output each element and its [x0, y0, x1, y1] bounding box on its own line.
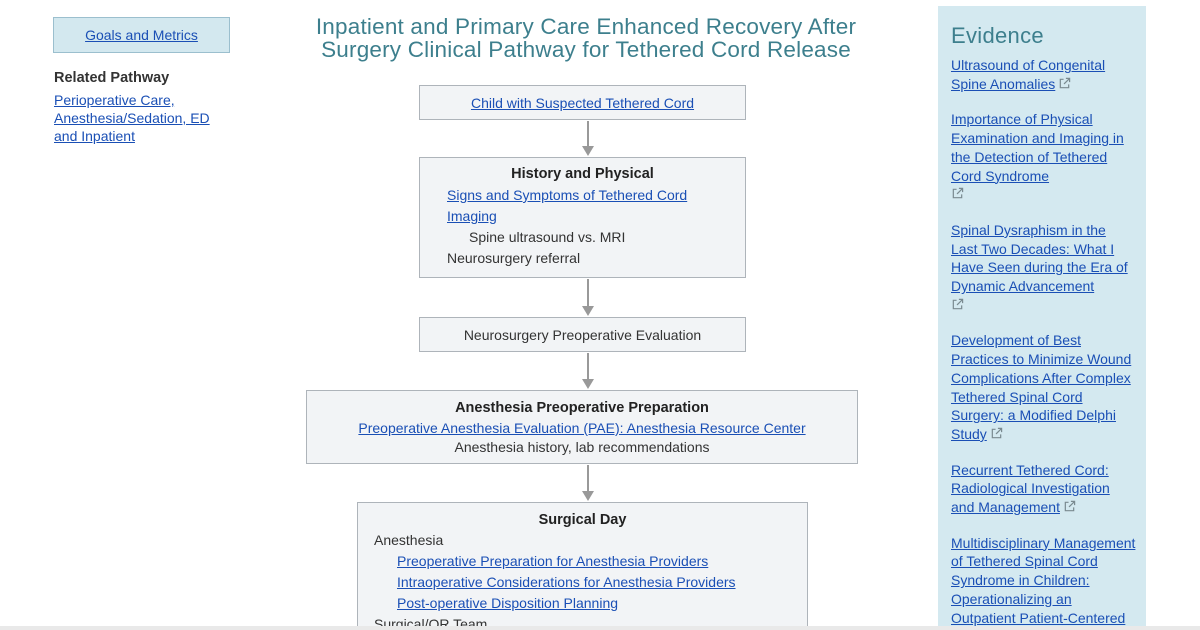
pae-anesthesia-resource-link[interactable]: Preoperative Anesthesia Evaluation (PAE)…	[358, 420, 806, 436]
anesthesia-label: Anesthesia	[374, 532, 444, 548]
bottom-scroll-edge	[0, 626, 1200, 630]
evidence-item: Multidisciplinary Management of Tethered…	[951, 534, 1136, 630]
flow-arrow	[582, 121, 594, 156]
neurosurgery-evaluation-text: Neurosurgery Preoperative Evaluation	[463, 326, 702, 343]
goals-and-metrics-link[interactable]: Goals and Metrics	[85, 27, 198, 43]
related-pathway-heading: Related Pathway	[54, 70, 170, 86]
anesthesia-history-text: Anesthesia history, lab recommendations	[454, 439, 710, 455]
flow-box-anesthesia-preparation: Anesthesia Preoperative Preparation Preo…	[306, 390, 858, 464]
intraoperative-considerations-link[interactable]: Intraoperative Considerations for Anesth…	[397, 574, 736, 590]
child-suspected-tethered-cord-link[interactable]: Child with Suspected Tethered Cord	[470, 94, 695, 111]
flow-box-history-physical: History and Physical Signs and Symptoms …	[419, 157, 746, 278]
evidence-heading: Evidence	[951, 23, 1044, 48]
evidence-item: Importance of Physical Examination and I…	[951, 110, 1136, 204]
evidence-link[interactable]: Recurrent Tethered Cord: Radiological In…	[951, 461, 1110, 516]
goals-and-metrics-button[interactable]: Goals and Metrics	[53, 17, 230, 53]
related-pathway-link[interactable]: Perioperative Care, Anesthesia/Sedation,…	[54, 92, 210, 144]
history-physical-heading: History and Physical	[511, 166, 654, 182]
evidence-item: Recurrent Tethered Cord: Radiological In…	[951, 461, 1136, 517]
flow-box-child: Child with Suspected Tethered Cord	[419, 85, 746, 120]
flow-box-neurosurgery-evaluation: Neurosurgery Preoperative Evaluation	[419, 317, 746, 352]
imaging-link[interactable]: Imaging	[447, 208, 497, 224]
external-link-icon	[952, 188, 964, 199]
external-link-icon	[1060, 77, 1071, 88]
flow-arrow	[582, 465, 594, 501]
anesthesia-preparation-heading: Anesthesia Preoperative Preparation	[455, 400, 709, 416]
imaging-subtext: Spine ultrasound vs. MRI	[469, 229, 626, 245]
external-link-icon	[1064, 500, 1076, 512]
evidence-item: Spinal Dysraphism in the Last Two Decade…	[951, 221, 1136, 315]
evidence-item: Ultrasound of Congenital Spine Anomalies	[951, 56, 1136, 93]
flow-arrow	[582, 279, 594, 316]
preoperative-preparation-link[interactable]: Preoperative Preparation for Anesthesia …	[397, 553, 709, 569]
surgical-day-heading: Surgical Day	[538, 512, 627, 528]
external-link-icon	[952, 298, 964, 310]
external-link-icon	[991, 427, 1003, 439]
postoperative-disposition-link[interactable]: Post-operative Disposition Planning	[397, 595, 619, 611]
evidence-item: Development of Best Practices to Minimiz…	[951, 331, 1136, 443]
evidence-link[interactable]: Development of Best Practices to Minimiz…	[951, 332, 1132, 442]
flow-arrow	[582, 353, 594, 389]
page-title: Inpatient and Primary Care Enhanced Reco…	[315, 14, 857, 62]
evidence-link[interactable]: Multidisciplinary Management of Tethered…	[951, 534, 1136, 630]
evidence-link[interactable]: Ultrasound of Congenital Spine Anomalies	[951, 57, 1106, 92]
flow-box-surgical-day: Surgical Day Anesthesia Preoperative Pre…	[357, 502, 808, 630]
evidence-sidebar: Evidence Ultrasound of Congenital Spine …	[938, 6, 1146, 630]
neurosurgery-referral-text: Neurosurgery referral	[447, 250, 581, 266]
signs-symptoms-link[interactable]: Signs and Symptoms of Tethered Cord	[447, 187, 688, 203]
evidence-link[interactable]: Importance of Physical Examination and I…	[951, 111, 1124, 184]
evidence-link[interactable]: Spinal Dysraphism in the Last Two Decade…	[951, 221, 1128, 295]
